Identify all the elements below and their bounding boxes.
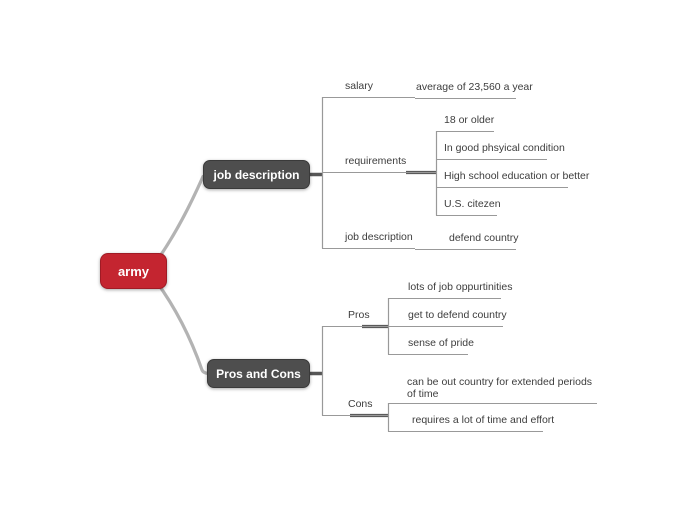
branch-node-pros-and-cons[interactable]: Pros and Cons — [207, 359, 310, 388]
connector-army-to-pros-and-cons — [154, 279, 212, 376]
label-con-deployment[interactable]: can be out country for extended periods … — [388, 376, 597, 404]
label-requirement-citizenship[interactable]: U.S. citezen — [436, 198, 501, 216]
label-pro-defend-country[interactable]: get to defend country — [388, 309, 507, 327]
label-requirement-education[interactable]: High school education or better — [436, 170, 589, 188]
label-pros[interactable]: Pros — [322, 309, 388, 327]
connector-army-to-job-description — [154, 174, 205, 264]
label-defend-country[interactable]: defend country — [415, 232, 518, 250]
label-con-time-effort[interactable]: requires a lot of time and effort — [388, 414, 554, 432]
label-average-salary[interactable]: average of 23,560 a year — [415, 81, 533, 99]
branch-node-job-description[interactable]: job description — [203, 160, 310, 189]
label-requirement-age[interactable]: 18 or older — [436, 114, 494, 132]
label-requirements[interactable]: requirements — [322, 155, 436, 173]
label-job-description-sub[interactable]: job description — [322, 231, 415, 249]
root-node-army[interactable]: army — [100, 253, 167, 289]
label-salary[interactable]: salary — [322, 80, 415, 98]
label-pro-pride[interactable]: sense of pride — [388, 337, 474, 355]
label-requirement-physical[interactable]: In good phsyical condition — [436, 142, 565, 160]
label-cons[interactable]: Cons — [322, 398, 388, 416]
label-pro-job-opportunities[interactable]: lots of job oppurtinities — [388, 281, 512, 299]
